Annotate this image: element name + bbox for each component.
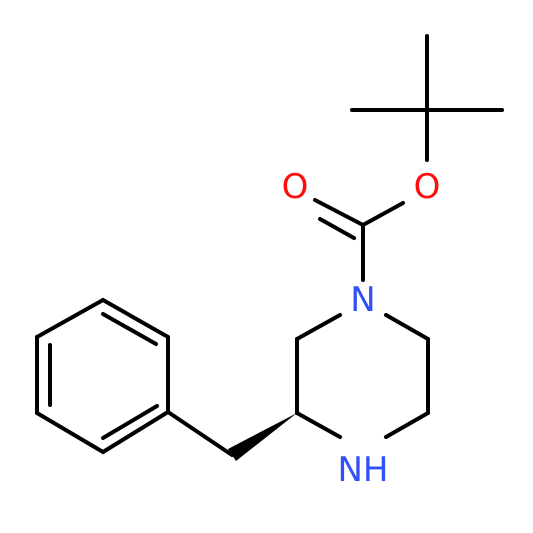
atom-nh-bottom: NH bbox=[338, 450, 389, 490]
atom-n-top: N bbox=[350, 280, 375, 320]
wedge-bond bbox=[228, 413, 297, 461]
bond-n-ch2-left bbox=[295, 313, 342, 341]
bond-ph-1 bbox=[101, 410, 170, 454]
bond-carbonyl-double-b bbox=[318, 217, 356, 240]
atom-o-carbonyl: O bbox=[282, 167, 309, 207]
bond-ph-4 bbox=[35, 298, 105, 339]
bond-ph-2 bbox=[35, 411, 105, 454]
bond-n-ch2-right bbox=[384, 313, 430, 341]
bond-ph-inner-c bbox=[101, 312, 158, 346]
bond-carbonyl-double-a bbox=[313, 198, 365, 227]
bond-ring-bottom-right bbox=[384, 411, 430, 439]
bond-ch2-phenyl bbox=[166, 410, 234, 457]
bond-ph-inner-a bbox=[101, 404, 159, 440]
bond-oester-carbonyl bbox=[361, 201, 405, 227]
bond-ph-5 bbox=[101, 298, 170, 339]
bond-ring-bottom-left bbox=[295, 411, 342, 439]
atom-o-ester: O bbox=[414, 167, 441, 207]
